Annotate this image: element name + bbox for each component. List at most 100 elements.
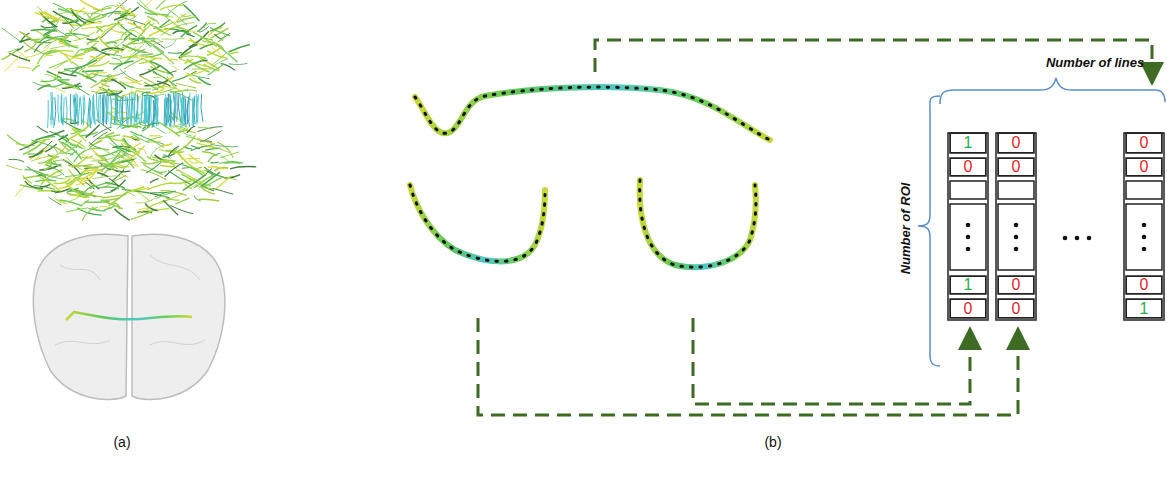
fiber-stroke xyxy=(230,166,256,168)
fiber-stroke xyxy=(210,28,230,36)
matrix-cell xyxy=(998,204,1034,270)
fiber-stroke xyxy=(74,32,95,41)
fiber-stroke xyxy=(59,135,68,141)
fiber-stroke xyxy=(197,138,215,144)
matrix-cell: 1 xyxy=(950,133,986,153)
fiber-stroke xyxy=(89,208,106,210)
cell-value: 0 xyxy=(1140,159,1149,175)
fiber-stroke xyxy=(229,45,250,53)
fiber-stroke xyxy=(109,178,119,186)
fiber-stroke xyxy=(168,52,182,54)
fiber-stroke xyxy=(6,165,23,170)
ellipsis-dot xyxy=(1014,247,1019,252)
fiber-stroke xyxy=(38,50,53,64)
fiber-stroke xyxy=(181,158,200,160)
matrix-column xyxy=(1124,133,1164,320)
fiber-stroke xyxy=(111,29,122,32)
fiber-stroke xyxy=(169,62,179,70)
fiber-stroke xyxy=(148,70,157,76)
fiber-stroke xyxy=(141,162,158,164)
callosum-stroke xyxy=(144,96,146,124)
fiber-stroke xyxy=(170,90,189,93)
fiber-stroke xyxy=(175,198,189,204)
fiber-stroke xyxy=(207,47,222,55)
fiber-stroke xyxy=(109,192,128,206)
fiber-stroke xyxy=(184,59,193,63)
cell-value: 0 xyxy=(964,159,973,175)
matrix-cell xyxy=(950,133,986,153)
fiber-stroke xyxy=(211,53,226,65)
fiber-stroke xyxy=(164,196,180,200)
fiber-stroke xyxy=(99,187,119,189)
fiber-stroke xyxy=(139,210,150,213)
callosum-stroke xyxy=(130,96,131,124)
fiber-stroke xyxy=(118,170,128,177)
fiber-stroke xyxy=(87,148,109,150)
fiber-stroke xyxy=(119,3,125,9)
fiber-stroke xyxy=(166,1,187,17)
callosum-stroke xyxy=(93,96,95,124)
axis-label: Number of ROI xyxy=(898,182,913,274)
fiber-stroke xyxy=(62,136,69,141)
fiber-stroke xyxy=(129,49,151,54)
callosum-stroke xyxy=(166,97,168,125)
fiber-stroke xyxy=(46,165,64,175)
fiber-stroke xyxy=(100,26,114,38)
fiber-stroke xyxy=(2,28,22,43)
fiber-stroke xyxy=(198,127,212,128)
fiber-stroke xyxy=(134,30,154,46)
brace xyxy=(918,78,1165,366)
fiber-stroke xyxy=(96,75,116,94)
matrix-cell xyxy=(1126,158,1162,176)
fiber-stroke xyxy=(106,42,117,44)
fiber-stroke xyxy=(150,179,159,183)
fiber-stroke xyxy=(187,126,195,133)
cell-value: 0 xyxy=(1012,135,1021,151)
fiber-stroke xyxy=(138,203,156,210)
fiber-stroke xyxy=(181,14,192,17)
callosum-stroke xyxy=(194,96,195,124)
fiber-stroke xyxy=(155,191,176,197)
callosum-stroke xyxy=(173,93,175,121)
fiber-stroke xyxy=(91,16,106,21)
fiber-stroke xyxy=(217,142,233,158)
callosum-stroke xyxy=(47,100,49,128)
fiber-stroke xyxy=(45,144,57,152)
fiber-stroke xyxy=(183,56,205,58)
fiber-stroke xyxy=(93,74,110,76)
callosum-stroke xyxy=(102,95,104,123)
fiber-stroke xyxy=(128,146,145,160)
fiber-stroke xyxy=(145,203,158,210)
fiber-stroke xyxy=(23,175,32,183)
fiber-stroke xyxy=(90,56,103,58)
fiber-stroke xyxy=(37,126,48,133)
fiber-stroke xyxy=(160,5,184,10)
fiber-stroke xyxy=(200,140,212,142)
callosum-stroke xyxy=(168,94,170,122)
matrix-cell: 0 xyxy=(1126,133,1162,153)
fiber-stroke xyxy=(8,48,18,52)
matrix-cell xyxy=(1126,299,1162,318)
fiber-stroke xyxy=(65,143,85,150)
dashed-arrows xyxy=(478,40,1152,415)
fiber-stroke xyxy=(83,13,106,15)
panel-label: (b) xyxy=(764,434,781,450)
fiber-stroke xyxy=(15,182,29,196)
callosum-stroke xyxy=(157,96,158,124)
matrix-cell: 0 xyxy=(998,299,1034,318)
fiber-stroke xyxy=(49,60,68,68)
fiber-stroke xyxy=(73,48,98,56)
fiber-stroke xyxy=(177,152,197,170)
callosum-stroke xyxy=(60,94,62,122)
fiber-stroke xyxy=(71,68,79,76)
fiber-stroke xyxy=(150,62,173,76)
fiber-stroke xyxy=(148,192,167,194)
fiber-stroke xyxy=(97,173,108,177)
matrix-cell xyxy=(950,299,986,318)
fiber-stroke xyxy=(17,46,24,51)
fiber-stroke xyxy=(179,44,198,58)
fiber-stroke xyxy=(91,157,115,161)
fiber-stroke xyxy=(208,167,225,169)
callosum-stroke xyxy=(154,95,156,123)
callosum-stroke xyxy=(138,97,141,125)
